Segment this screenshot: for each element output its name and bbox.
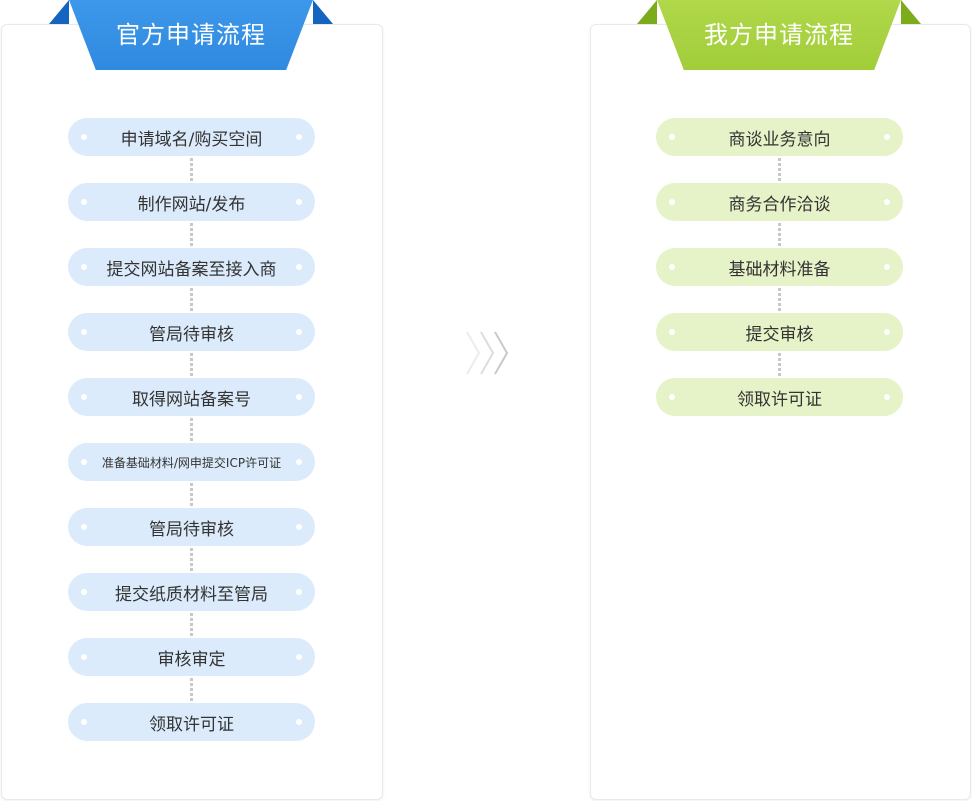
dotted-connector <box>190 418 193 441</box>
step-label: 取得网站备案号 <box>132 389 251 410</box>
step-label: 提交网站备案至接入商 <box>106 259 277 280</box>
step-label: 准备基础材料/网申提交ICP许可证 <box>101 455 282 470</box>
step-label: 审核审定 <box>157 649 226 670</box>
official-step: 提交纸质材料至管局 <box>68 573 315 636</box>
step-label: 提交纸质材料至管局 <box>115 584 268 605</box>
dotted-connector <box>778 223 781 246</box>
dotted-connector <box>190 548 193 571</box>
our-process-header: 我方申请流程 <box>637 0 921 70</box>
official-process-header: 官方申请流程 <box>49 0 333 70</box>
official-step: 准备基础材料/网申提交ICP许可证 <box>68 443 315 506</box>
official-step: 审核审定 <box>68 638 315 701</box>
official-step: 领取许可证 <box>68 703 315 741</box>
step-label: 管局待审核 <box>149 519 234 540</box>
dotted-connector <box>190 353 193 376</box>
official-step: 取得网站备案号 <box>68 378 315 441</box>
step-label: 提交审核 <box>745 324 814 345</box>
step-label: 制作网站/发布 <box>137 194 246 215</box>
official-step: 管局待审核 <box>68 313 315 376</box>
official-step: 申请域名/购买空间 <box>68 118 315 181</box>
dotted-connector <box>778 288 781 311</box>
our-step: 提交审核 <box>656 313 903 376</box>
our-step: 商务合作洽谈 <box>656 183 903 246</box>
our-steps-list: 商谈业务意向 商务合作洽谈 基础材料准备 提交审核 领取许可证 <box>656 118 903 443</box>
official-step: 制作网站/发布 <box>68 183 315 246</box>
dotted-connector <box>190 613 193 636</box>
our-step: 基础材料准备 <box>656 248 903 311</box>
official-step: 提交网站备案至接入商 <box>68 248 315 311</box>
dotted-connector <box>190 158 193 181</box>
our-step: 商谈业务意向 <box>656 118 903 181</box>
step-label: 商务合作洽谈 <box>728 194 831 215</box>
dotted-connector <box>190 678 193 701</box>
step-label: 领取许可证 <box>149 714 234 735</box>
our-step: 领取许可证 <box>656 378 903 416</box>
official-steps-list: 申请域名/购买空间 制作网站/发布 提交网站备案至接入商 管局待审核 取得网站备… <box>68 118 315 768</box>
step-label: 基础材料准备 <box>728 259 831 280</box>
chevron-right-icon <box>466 331 509 375</box>
official-step: 管局待审核 <box>68 508 315 571</box>
dotted-connector <box>190 223 193 246</box>
official-process-title: 官方申请流程 <box>116 21 266 49</box>
our-process-title: 我方申请流程 <box>704 21 854 49</box>
dotted-connector <box>778 353 781 376</box>
step-label: 领取许可证 <box>737 389 822 410</box>
step-label: 申请域名/购买空间 <box>120 129 263 150</box>
step-label: 管局待审核 <box>149 324 234 345</box>
dotted-connector <box>190 288 193 311</box>
dotted-connector <box>778 158 781 181</box>
dotted-connector <box>190 483 193 506</box>
step-label: 商谈业务意向 <box>728 129 831 150</box>
